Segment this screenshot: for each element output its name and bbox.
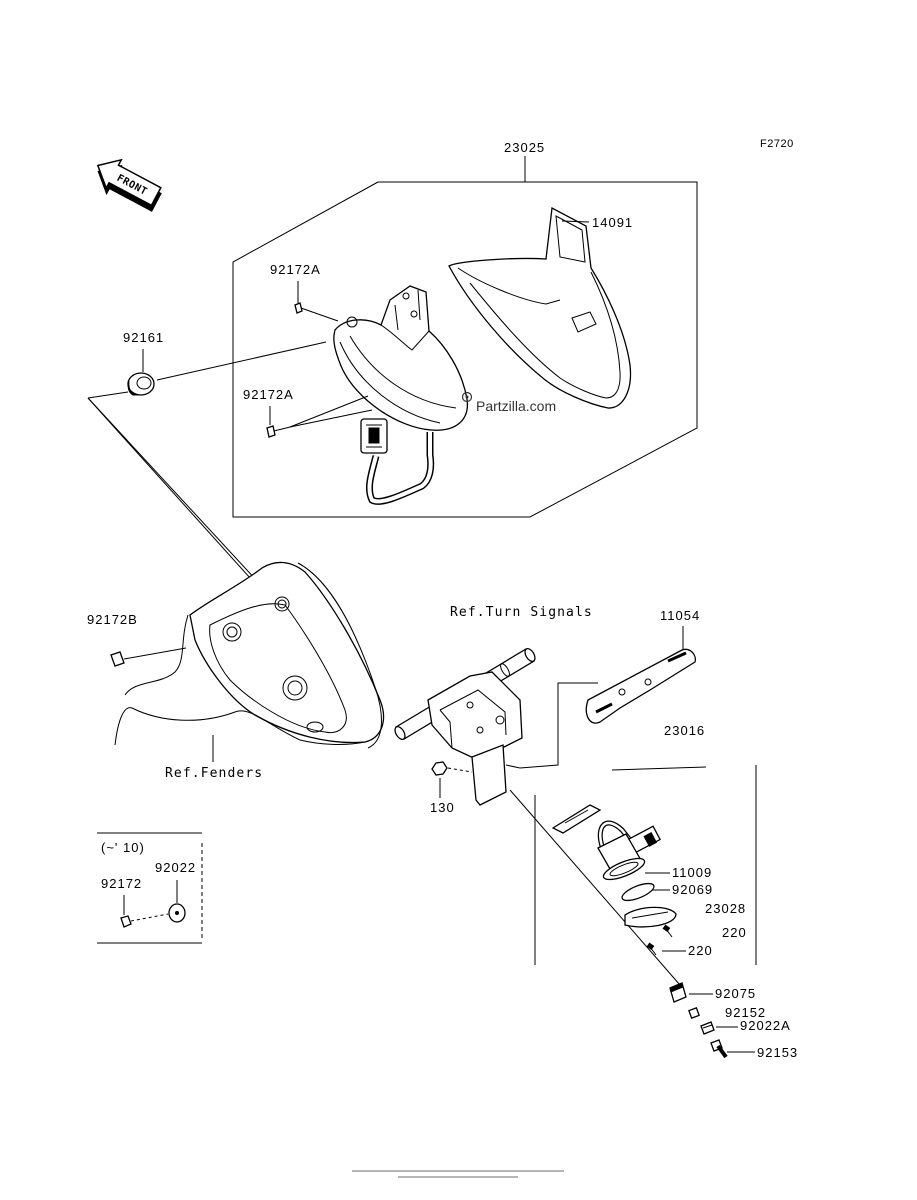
part-label-23025: 23025: [504, 140, 545, 155]
part-label-220-upper: 220: [722, 925, 747, 940]
screw-220-upper: [662, 924, 673, 938]
figure-code: F2720: [760, 138, 794, 150]
leader-14091: [561, 220, 590, 223]
inset-box: [97, 832, 203, 944]
bracket-lines-23016: [519, 682, 598, 769]
part-label-92172a-lower: 92172A: [243, 387, 294, 402]
part-label-11054: 11054: [660, 608, 700, 623]
part-label-92069: 92069: [672, 882, 713, 897]
spacer-92152: [688, 1007, 700, 1019]
license-light-assembly: [551, 804, 677, 928]
part-label-92152: 92152: [725, 1005, 766, 1020]
washer-92022a: [700, 1021, 715, 1035]
part-label-92161: 92161: [123, 330, 164, 345]
part-label-220-lower: 220: [688, 943, 713, 958]
partzilla-logo-icon: [461, 391, 473, 403]
part-label-92075: 92075: [715, 986, 756, 1001]
lens-14091: [448, 206, 632, 409]
part-label-23028: 23028: [705, 901, 746, 916]
fender-reference: [114, 561, 385, 749]
part-label-92022a: 92022A: [740, 1018, 791, 1033]
nut-130: [431, 761, 473, 776]
part-label-92172b: 92172B: [87, 612, 138, 627]
part-label-92172: 92172: [101, 876, 142, 891]
license-bracket: [427, 671, 523, 806]
part-label-92172a-upper: 92172A: [270, 262, 321, 277]
screw-220-lower: [646, 942, 657, 956]
part-label-14091: 14091: [592, 215, 633, 230]
screw-92172a-lower: [266, 395, 373, 438]
part-label-92153: 92153: [757, 1045, 798, 1060]
ref-turn-signals-label: Ref.Turn Signals: [450, 605, 593, 620]
part-label-130: 130: [430, 800, 455, 815]
front-arrow-icon: FRONT: [96, 158, 162, 212]
screw-92172a-upper: [294, 302, 339, 322]
license-light-boundary-23028: [534, 765, 757, 965]
ref-fenders-label: Ref.Fenders: [165, 766, 263, 781]
grommet-92161: [127, 372, 155, 396]
tail-light-housing: [333, 285, 469, 431]
collar-92075: [669, 982, 687, 1003]
screw-92172b: [110, 647, 187, 667]
part-label-11009: 11009: [672, 865, 712, 880]
part-label-23016: 23016: [664, 723, 705, 738]
assembly-boundary-23025: [232, 181, 698, 518]
bolt-92153: [710, 1039, 728, 1059]
washer-92022: [168, 903, 186, 923]
part-label-92022: 92022: [155, 860, 196, 875]
reflector-bracket-11054: [585, 648, 696, 724]
inset-label: (~' 10): [101, 840, 145, 855]
mounting-axis-line: [509, 789, 681, 986]
watermark-text: Partzilla.com: [476, 398, 556, 414]
reference-lines: [87, 391, 283, 609]
leader-grommet-to-housing: [156, 341, 327, 381]
wire-connector: [360, 418, 435, 505]
screw-92172: [120, 913, 169, 928]
copyright-fineprint: [352, 1170, 564, 1178]
